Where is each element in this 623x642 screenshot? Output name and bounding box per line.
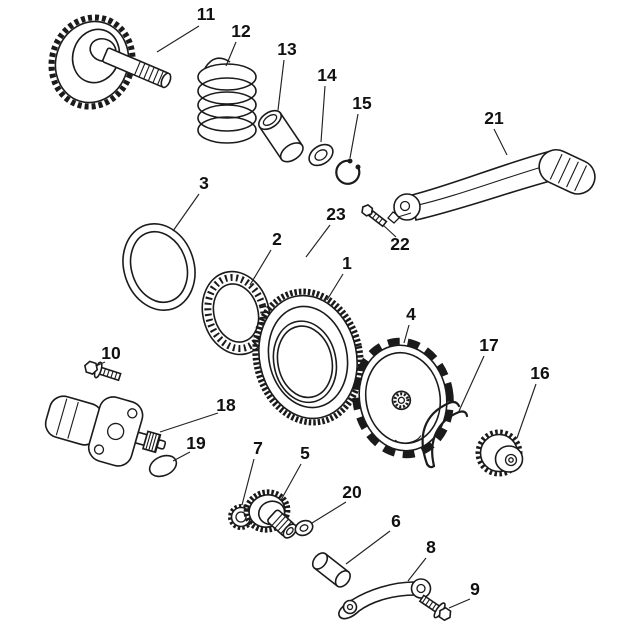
- part-label-6: 6: [391, 511, 401, 531]
- part-small-washer: [294, 519, 314, 537]
- part-flat-washer: [308, 143, 334, 167]
- part-idler-gear: [243, 489, 298, 539]
- part-label-23: 23: [326, 204, 346, 224]
- part-label-14: 14: [317, 65, 337, 85]
- part-ratchet-ring: [201, 270, 271, 356]
- part-gasket-ring: [122, 222, 196, 312]
- part-bolt-10: [83, 360, 122, 382]
- part-label-9: 9: [470, 579, 480, 599]
- part-clutch-drum: [352, 337, 454, 459]
- part-bolt-9: [418, 594, 452, 622]
- part-label-2: 2: [272, 229, 282, 249]
- part-label-15: 15: [352, 93, 372, 113]
- part-pinch-bolt: [361, 203, 388, 228]
- part-return-spring: [197, 57, 257, 144]
- part-label-12: 12: [231, 21, 251, 41]
- part-spring-clip: [421, 400, 469, 469]
- part-dowel-pin: [311, 552, 351, 588]
- part-label-20: 20: [342, 482, 362, 502]
- part-label-1: 1: [342, 253, 352, 273]
- part-label-18: 18: [216, 395, 236, 415]
- part-label-16: 16: [530, 363, 550, 383]
- part-rubber-cap: [148, 454, 178, 478]
- part-starter-motor: [44, 395, 167, 467]
- part-label-3: 3: [199, 173, 209, 193]
- part-label-17: 17: [479, 335, 498, 355]
- part-bushing-collar: [258, 109, 304, 163]
- part-kick-starter-shaft-gear: [48, 14, 172, 110]
- part-label-19: 19: [186, 433, 206, 453]
- part-ratchet-arm: [338, 578, 432, 620]
- part-label-13: 13: [277, 39, 297, 59]
- leader-lines: [95, 25, 537, 609]
- part-cap-nut: [475, 429, 524, 477]
- part-labels: 11 12 13 14 15 21 3 23 22 2 1 4 10 17 16…: [101, 4, 550, 599]
- part-circlip: [335, 158, 361, 185]
- part-kick-lever: [387, 149, 596, 224]
- part-label-21: 21: [484, 108, 504, 128]
- part-starter-driven-gear: [252, 288, 364, 426]
- part-label-8: 8: [426, 537, 436, 557]
- part-label-22: 22: [390, 234, 410, 254]
- part-label-7: 7: [253, 438, 263, 458]
- part-label-4: 4: [406, 304, 416, 324]
- part-label-10: 10: [101, 343, 121, 363]
- part-label-5: 5: [300, 443, 310, 463]
- part-label-11: 11: [197, 4, 216, 24]
